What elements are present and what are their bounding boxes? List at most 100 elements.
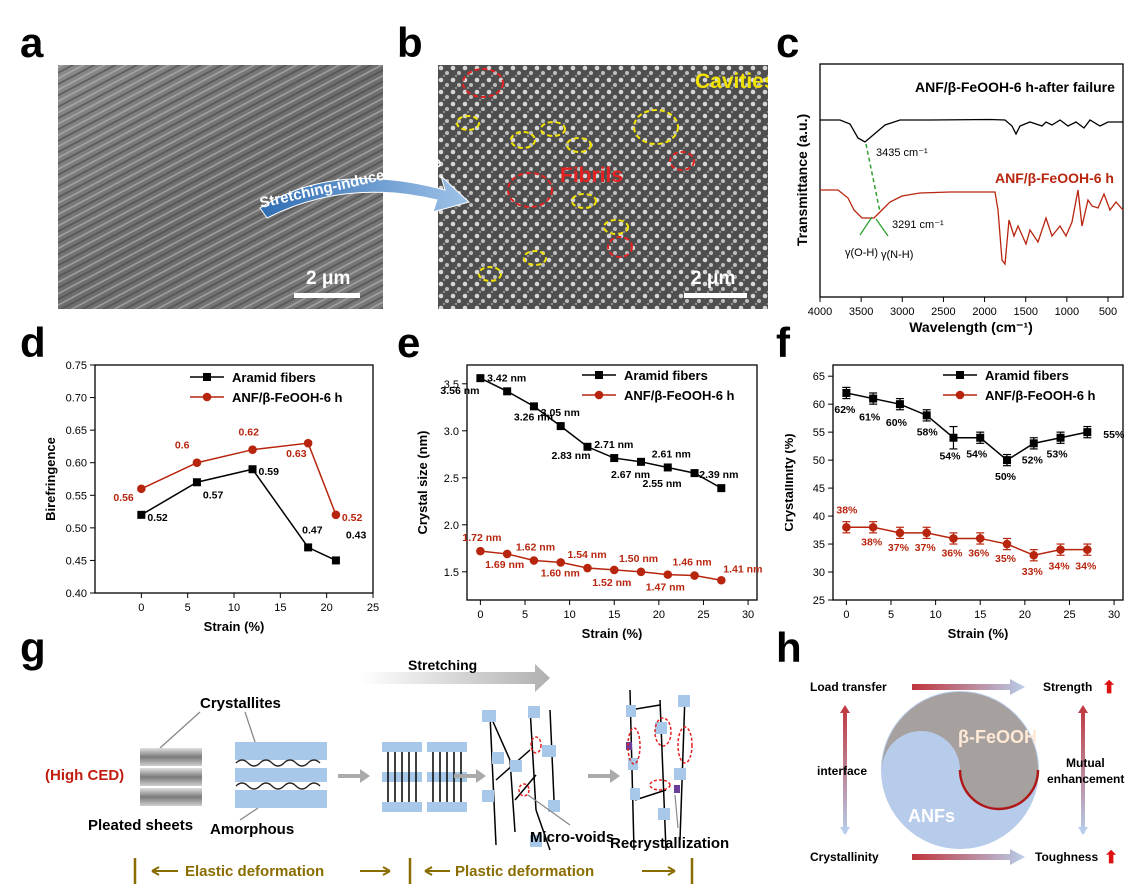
- chart-e-point: [636, 567, 646, 577]
- scale-bar-a: [294, 293, 360, 298]
- chart-c-legend-after-failure: ANF/β-FeOOH-6 h-after failure: [915, 79, 1115, 95]
- chart-f-data-label: 37%: [888, 542, 910, 554]
- load-to-strength-arrow: [912, 679, 1025, 695]
- chart-e-point: [663, 463, 672, 472]
- yin-yang-circle: [881, 691, 1040, 849]
- chart-f-point: [842, 388, 851, 397]
- chart-f-data-label: 35%: [995, 553, 1017, 565]
- chart-f-point: [922, 528, 931, 538]
- chart-f-xtick-label: 5: [888, 609, 894, 621]
- chart-c-frame: [819, 63, 1124, 298]
- micro-voids-pointer: [527, 794, 571, 826]
- chart-d-point: [248, 465, 257, 474]
- chart-e-data-label: 1.52 nm: [592, 577, 631, 589]
- chart-f-ytick-label: 40: [813, 511, 825, 523]
- chart-e-point: [583, 442, 592, 451]
- crystallites-label: Crystallites: [200, 695, 281, 712]
- chart-e-point: [663, 570, 673, 579]
- chart-e-legend-label: Aramid fibers: [624, 368, 708, 383]
- chart-c-pointer-nh: [875, 218, 889, 237]
- process-arrow-1: [338, 769, 370, 783]
- chart-d-data-label: 0.56: [113, 492, 134, 504]
- chart-f-data-label: 52%: [1022, 454, 1044, 466]
- chart-f-point: [949, 534, 958, 543]
- micro-voids-label: Micro-voids: [530, 829, 614, 846]
- chart-d-xlabel: Strain (%): [204, 619, 265, 634]
- chart-e-xtick-label: 5: [522, 609, 528, 621]
- chart-f-data-label: 53%: [1047, 449, 1069, 461]
- chart-f-frame: [832, 364, 1124, 601]
- chart-e-data-label: 1.62 nm: [516, 542, 555, 554]
- scale-label-b: 2 μm: [691, 268, 736, 289]
- chart-d-data-label: 0.62: [239, 427, 260, 439]
- chart-e-legend-label: ANF/β-FeOOH-6 h: [624, 388, 735, 403]
- chart-f-point: [1002, 539, 1012, 549]
- chart-f-data-label: 37%: [915, 542, 937, 554]
- chart-d-point: [192, 478, 201, 487]
- chart-f-ytick-label: 30: [813, 567, 825, 579]
- chart-e-data-label: 1.72 nm: [462, 532, 501, 544]
- chart-e-data-label: 1.50 nm: [619, 553, 658, 565]
- strength-label: Strength: [1043, 680, 1092, 694]
- chart-e-legend-marker: [595, 371, 603, 379]
- panel-letter-c: c: [776, 19, 800, 66]
- chart-d-point: [192, 458, 202, 468]
- chart-e-xtick-label: 30: [742, 609, 754, 621]
- chart-d-legend-marker: [202, 392, 212, 402]
- crystallites-pointer-2: [244, 711, 256, 743]
- chart-f-xtick-label: 15: [974, 609, 986, 621]
- chart-e-data-label: 2.55 nm: [643, 478, 682, 490]
- chart-f-data-label: 38%: [836, 504, 858, 516]
- chart-e-xtick-label: 0: [477, 609, 483, 621]
- chart-e-ytick-label: 2.5: [444, 473, 459, 485]
- chart-e-xtick-label: 10: [563, 609, 575, 621]
- chart-d-data-label: 0.6: [175, 440, 190, 452]
- chart-f-data-label: 58%: [917, 426, 939, 438]
- chart-d-point: [303, 438, 313, 448]
- chart-e-ytick-label: 3.0: [444, 426, 459, 438]
- chart-d-point: [331, 510, 341, 520]
- high-ced-label: (High CED): [45, 767, 124, 784]
- chart-e-ytick-label: 2.0: [444, 520, 459, 532]
- chart-e-point: [583, 563, 592, 573]
- chart-d-ytick-label: 0.45: [66, 555, 87, 567]
- chart-c-shift-line: [865, 143, 881, 213]
- process-arrow-2: [454, 769, 486, 783]
- left-vertical-arrow: [840, 705, 850, 833]
- chart-d-point: [137, 510, 146, 519]
- chart-f-data-label: 38%: [861, 536, 883, 548]
- chart-c-xtick-label: 4000: [808, 306, 832, 318]
- chart-f-data-label: 33%: [1022, 566, 1044, 578]
- chart-c-xtick-label: 3000: [890, 306, 914, 318]
- scale-bar-b: [684, 293, 747, 298]
- chart-f-ytick-label: 50: [813, 455, 825, 467]
- chart-f-ytick-label: 25: [813, 595, 825, 607]
- panel-g-schematic: Stretching Crystallites (High CED) Pleat…: [45, 657, 729, 884]
- chart-f-ytick-label: 45: [813, 483, 825, 495]
- chart-f-data-label: 54%: [966, 449, 988, 461]
- chart-f-data-label: 60%: [886, 417, 908, 429]
- chart-d-ytick-label: 0.70: [66, 393, 87, 405]
- interface-label: interface: [817, 764, 867, 778]
- chart-e-data-label: 2.67 nm: [611, 469, 650, 481]
- chart-c-xtick-label: 2500: [931, 306, 955, 318]
- chart-c-xlabel: Wavelength (cm⁻¹): [909, 319, 1033, 335]
- chart-e-xtick-label: 20: [653, 609, 665, 621]
- deformation-bar: [133, 858, 694, 884]
- chart-d-ytick-label: 0.75: [66, 360, 87, 372]
- chart-f-point: [1083, 428, 1092, 437]
- chart-f-xlabel: Strain (%): [948, 626, 1009, 640]
- panel-letter-g: g: [20, 624, 46, 671]
- chart-e-point: [529, 402, 538, 411]
- chart-e-xlabel: Strain (%): [582, 626, 643, 640]
- chart-c-xtick-label: 3500: [849, 306, 873, 318]
- pleated-sheets-block: [140, 748, 202, 806]
- enhancement-label: enhancement: [1047, 772, 1124, 786]
- chart-e-data-label: 1.69 nm: [485, 559, 524, 571]
- chart-f-point: [922, 411, 931, 420]
- right-vertical-arrow-tip: [1078, 827, 1088, 835]
- chart-f-data-label: 55%: [1103, 429, 1125, 441]
